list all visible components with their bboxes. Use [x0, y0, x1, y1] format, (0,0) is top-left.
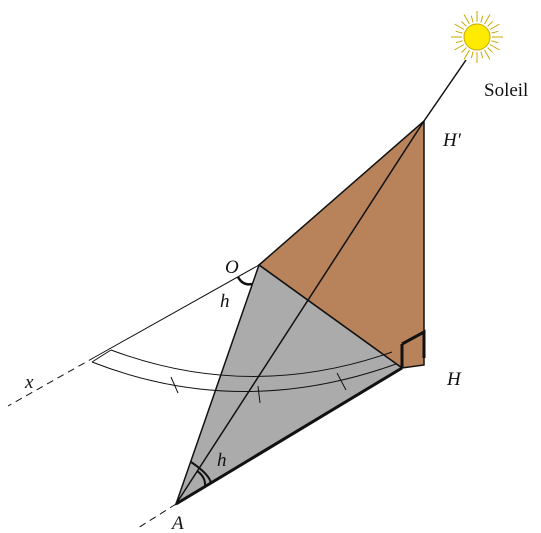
x-axis-dashed [7, 356, 96, 407]
sun-ray [454, 44, 465, 51]
sun-ray [480, 51, 484, 59]
label-h-angle-top: h [220, 291, 230, 312]
sun-ray [480, 15, 484, 23]
sun-ray [463, 49, 470, 60]
sun-icon [451, 11, 503, 63]
sun-ray [455, 40, 463, 44]
sun-ray [461, 21, 467, 27]
sun-ray [470, 51, 474, 59]
right-angle-marker [401, 329, 426, 358]
sun-ray [484, 14, 491, 25]
dial-arc-inner [110, 349, 393, 377]
sun-ray [463, 14, 470, 25]
label-x-axis: x [24, 372, 34, 393]
dial-tick [91, 349, 112, 363]
dial-tick [257, 385, 261, 404]
sun-ray [484, 49, 491, 60]
angle-arc-o [236, 276, 253, 286]
sun-ray [487, 21, 493, 27]
sun-ray-line [175, 120, 425, 505]
dial-tick [336, 372, 347, 391]
sun-ray [461, 47, 467, 53]
sun-ray [454, 23, 465, 30]
dial-tick [170, 376, 179, 394]
sun-ray [487, 47, 493, 53]
label-h-point: H [446, 369, 462, 390]
base-line-a-h [175, 366, 403, 506]
a-dashed-extension [137, 503, 177, 529]
label-h-prime: H′ [442, 130, 462, 151]
sun-ray-extension [423, 59, 467, 122]
sun-disc [463, 23, 491, 51]
sun-ray [491, 40, 499, 44]
angle-arc-a-outer [190, 461, 212, 484]
sun-ray [491, 30, 499, 34]
label-a: A [170, 513, 184, 533]
label-o: O [225, 257, 239, 278]
angle-arc-a-inner [196, 470, 207, 488]
dial-arc-outer [91, 361, 397, 392]
sun-ray [489, 23, 500, 30]
sun-ray [455, 30, 463, 34]
x-axis-line [94, 264, 260, 358]
sun-ray [470, 15, 474, 23]
label-soleil: Soleil [484, 80, 528, 101]
label-h-angle-bottom: h [217, 450, 227, 471]
sun-ray [489, 44, 500, 51]
